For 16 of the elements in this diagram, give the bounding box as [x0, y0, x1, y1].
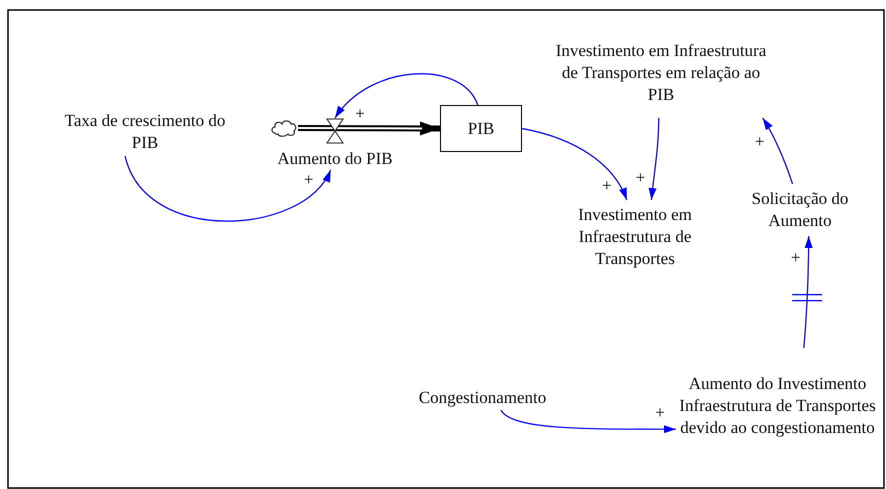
variable-label: Investimento em Infraestrutura de Transportes	[577, 204, 693, 270]
causal-arrow	[124, 156, 332, 222]
variable-label: Aumento do Investimento Infraestrutura de Transportes devido ao congestionamento	[678, 373, 877, 439]
variable-label: Investimento em Infraestrutura de Transportes em relação ao PIB	[554, 40, 768, 106]
causal-arrow	[648, 118, 660, 200]
causal-arrow	[762, 118, 794, 184]
flow-pipe	[298, 121, 440, 136]
causal-arrow	[803, 236, 813, 348]
variable-label: Solicitação do Aumento	[750, 188, 850, 232]
variable-label: Aumento do PIB	[277, 148, 393, 170]
causal-arrow	[522, 128, 628, 200]
variable-label: Congestionamento	[418, 387, 546, 409]
causal-arrow	[334, 73, 478, 118]
stock-box: PIB	[440, 105, 522, 152]
variable-label: Taxa de crescimento do PIB	[64, 110, 226, 154]
causal-arrow	[500, 410, 676, 434]
